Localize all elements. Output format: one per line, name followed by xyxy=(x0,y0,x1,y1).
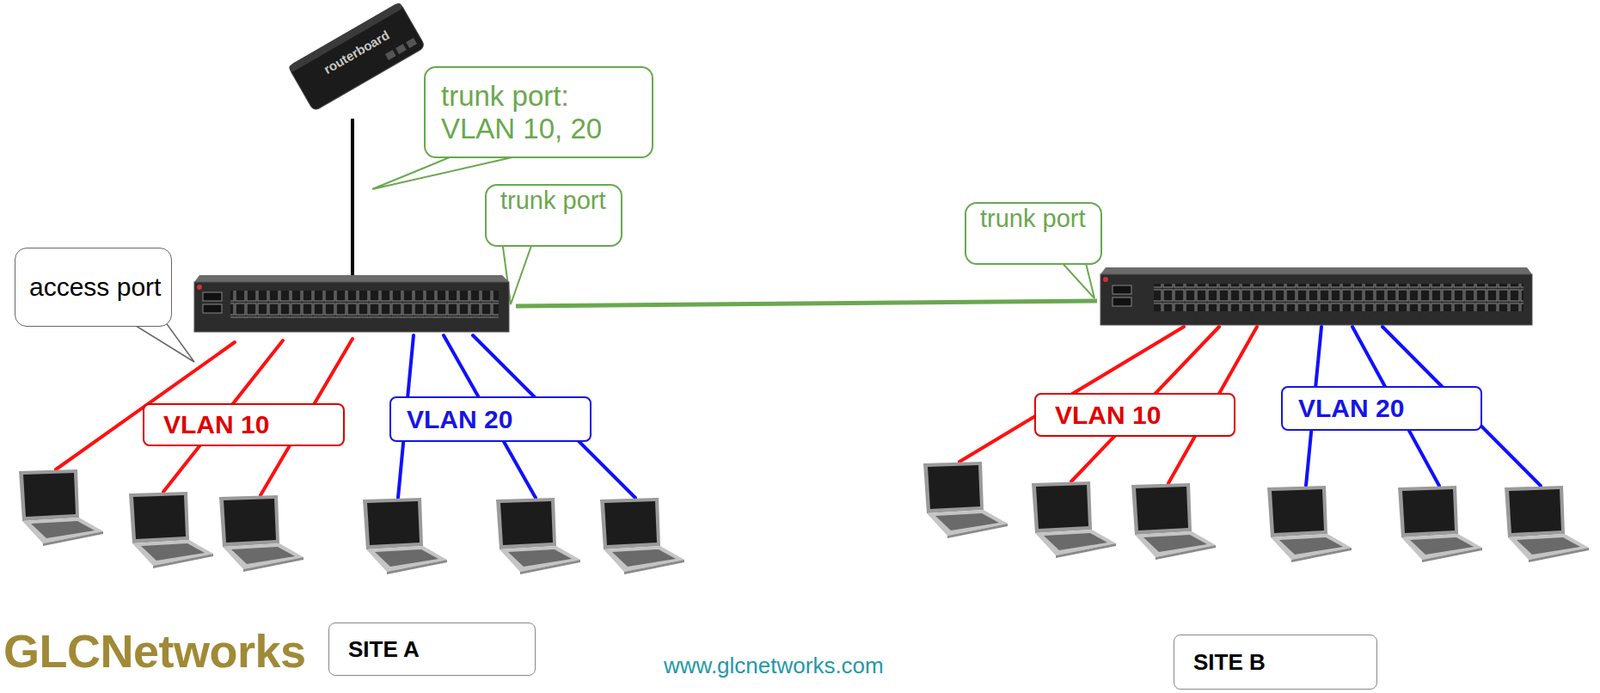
vlan-label-box: VLAN 20 xyxy=(389,396,592,442)
box-text: trunk port: VLAN 10, 20 xyxy=(441,79,645,146)
website-url: www.glcnetworks.com xyxy=(663,652,884,680)
laptop-icon xyxy=(1131,483,1216,560)
callout-tail xyxy=(1059,259,1095,299)
site-box: SITE A xyxy=(328,622,536,676)
box-text: VLAN 20 xyxy=(1298,393,1474,423)
laptop-icon xyxy=(18,469,104,546)
callout-box: trunk port xyxy=(964,202,1103,265)
laptop-icon xyxy=(362,497,448,575)
laptop-icon xyxy=(600,497,685,575)
laptop-icon xyxy=(1267,485,1352,563)
callout-box: trunk port xyxy=(484,183,623,247)
box-text: VLAN 20 xyxy=(406,404,583,435)
box-text: trunk port xyxy=(980,205,1098,233)
callout-box: trunk port: VLAN 10, 20 xyxy=(423,66,654,159)
access-wires xyxy=(55,335,636,498)
site-box: SITE B xyxy=(1173,634,1378,690)
laptop-icon xyxy=(1397,485,1483,563)
trunk-link xyxy=(515,300,1098,307)
router-device xyxy=(288,2,426,112)
box-text: trunk port xyxy=(500,187,618,215)
laptop-icon xyxy=(219,495,304,572)
switch-device xyxy=(194,275,509,332)
callout-tail xyxy=(128,321,195,362)
vlan-label-box: VLAN 10 xyxy=(1034,392,1236,437)
laptop-icon xyxy=(923,461,1008,539)
box-text: VLAN 10 xyxy=(1054,400,1227,430)
laptop-icon xyxy=(1031,481,1116,558)
box-text: VLAN 10 xyxy=(163,410,337,440)
company-logo: GLCNetworks xyxy=(3,624,307,678)
access-wires xyxy=(959,326,1541,486)
box-text: access port xyxy=(29,272,168,303)
vlan-label-box: VLAN 10 xyxy=(142,403,345,447)
laptop-icon xyxy=(1504,485,1589,563)
laptop-icon xyxy=(128,491,214,569)
box-text: SITE A xyxy=(348,636,528,663)
vlan-label-box: VLAN 20 xyxy=(1281,386,1483,431)
switch-device xyxy=(1100,267,1533,325)
box-text: SITE B xyxy=(1193,649,1370,676)
callout-box: access port xyxy=(14,247,172,327)
uplink-wire xyxy=(350,118,355,276)
laptop-icon xyxy=(496,497,581,575)
